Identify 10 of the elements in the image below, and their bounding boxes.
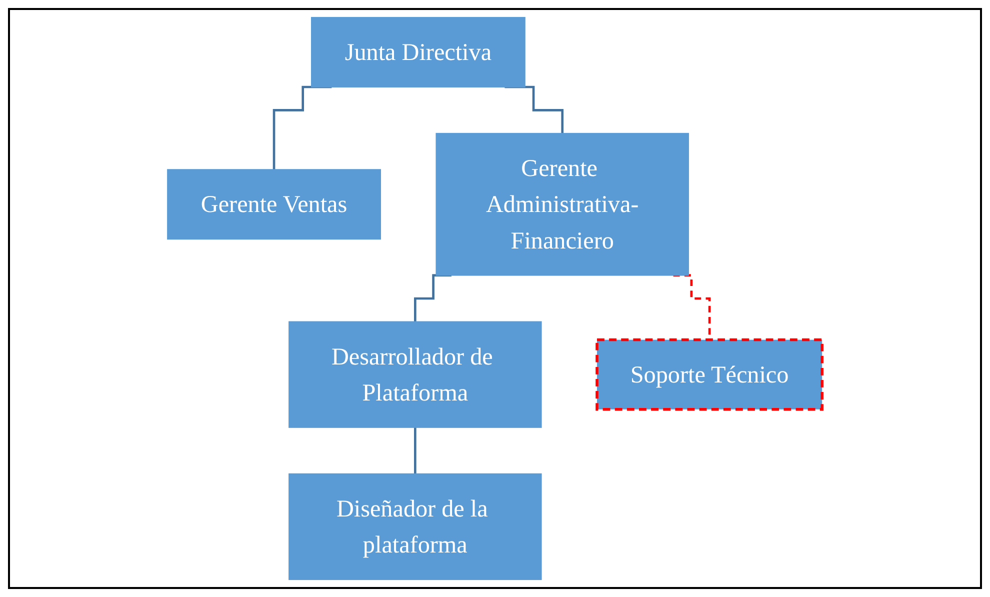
node-box: Junta Directiva xyxy=(311,16,526,88)
node-box: Soporte Técnico xyxy=(596,338,824,411)
connector xyxy=(414,426,417,475)
node-box: Desarrollador de Plataforma xyxy=(288,321,542,428)
connector xyxy=(414,274,452,323)
connector xyxy=(504,86,564,135)
node-box: Gerente Ventas xyxy=(167,169,382,240)
node-box: Gerente Administrativa-Financiero xyxy=(436,132,690,276)
node-box: Diseñador de la plataforma xyxy=(288,473,542,580)
connector xyxy=(273,86,332,171)
